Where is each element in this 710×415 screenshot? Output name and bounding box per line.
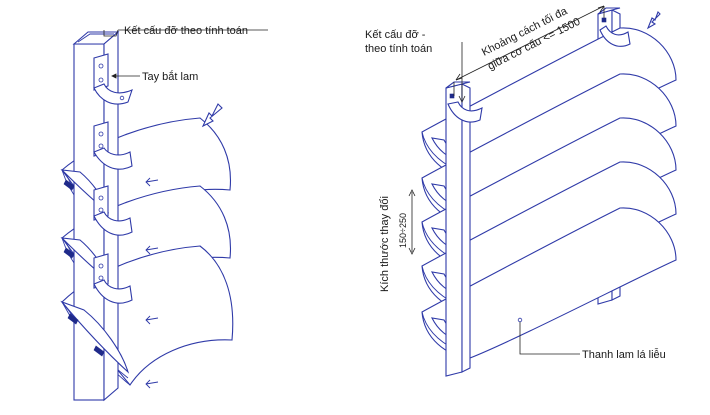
label-structure-calc-r1: Kết cấu đỡ -: [365, 29, 426, 41]
left-bracket-4: [93, 253, 133, 304]
right-direction-arrow: [646, 11, 661, 30]
label-louver-blade: Thanh lam lá liễu: [582, 348, 666, 361]
left-direction-arrow: [201, 103, 223, 128]
left-bracket-2: [93, 121, 133, 170]
left-post: [72, 30, 120, 402]
right-assembly: [408, 5, 677, 377]
label-bracket: Tay bắt lam: [142, 70, 198, 83]
label-structure-calc-r2: theo tính toán: [365, 43, 432, 55]
left-assembly: [60, 29, 268, 402]
left-bracket-3: [93, 185, 133, 236]
right-front-post: [445, 81, 483, 377]
label-range: 150÷250: [398, 213, 408, 248]
label-varying-size: Kích thước thay đổi: [379, 196, 391, 292]
label-structure-calc: Kết cấu đỡ theo tính toán: [124, 25, 248, 37]
left-bracket-top: [93, 53, 133, 105]
